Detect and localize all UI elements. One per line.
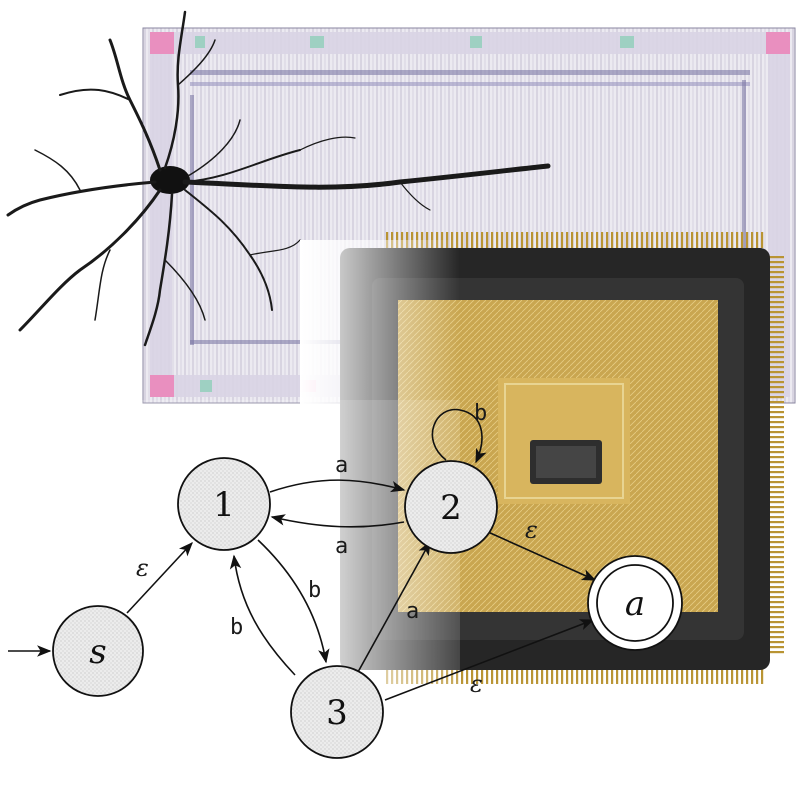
label-s-1: ε <box>136 554 149 582</box>
label-1-2: a <box>335 453 348 478</box>
edge-3-a <box>384 619 595 701</box>
label-3-1: b <box>230 615 243 640</box>
transitions <box>8 408 597 701</box>
state-s-label: s <box>89 632 106 672</box>
edge-s-1 <box>126 541 193 614</box>
state-1-label: 1 <box>213 485 235 525</box>
edge-1-3 <box>257 539 330 664</box>
state-a-accepting: a <box>587 555 683 651</box>
states: s 1 2 3 a <box>52 457 683 759</box>
edge-3-2 <box>357 540 431 673</box>
state-1: 1 <box>177 457 271 551</box>
edge-3-1 <box>229 554 296 676</box>
state-a-label: a <box>625 584 645 624</box>
state-2-label: 2 <box>440 488 462 528</box>
edge-1-2 <box>269 479 406 493</box>
transition-labels: ε a a b b b a ε ε <box>136 401 538 698</box>
edge-2-a <box>487 531 597 581</box>
edge-2-1 <box>270 514 405 528</box>
state-3: 3 <box>290 665 384 759</box>
state-s: s <box>52 605 144 697</box>
label-2-1: a <box>335 534 348 559</box>
label-3-2: a <box>406 599 419 624</box>
neuron-image <box>6 10 551 347</box>
label-3-a: ε <box>470 670 483 698</box>
state-2: 2 <box>404 460 498 554</box>
label-2-2: b <box>474 401 487 426</box>
label-2-a: ε <box>525 516 538 544</box>
edge-2-2 <box>431 408 487 464</box>
state-3-label: 3 <box>326 693 348 733</box>
label-1-3: b <box>308 578 321 603</box>
